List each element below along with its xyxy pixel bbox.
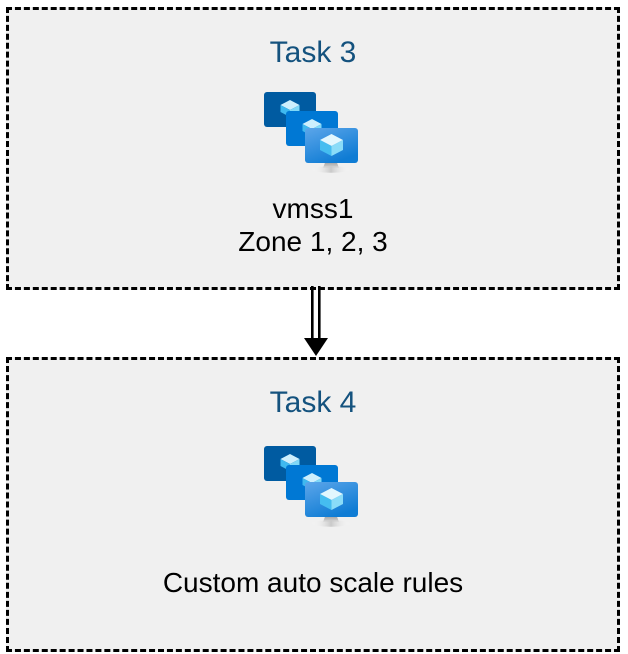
task-heading: Task 3 [269,36,357,69]
arrow-down-icon [296,286,336,358]
caption-line: Custom auto scale rules [162,567,464,598]
vmss-icon [261,440,365,530]
task-heading: Task 4 [269,386,357,419]
caption-line: vmss1 [272,193,354,224]
vmss-icon [261,86,365,176]
caption-group: vmss1 Zone 1, 2, 3 [238,192,387,258]
caption-group: Custom auto scale rules [163,566,463,599]
caption-line: Zone 1, 2, 3 [238,226,388,258]
task-box-task-4[interactable]: Task 4 [6,357,620,652]
task-box-task-3[interactable]: Task 3 [6,7,620,290]
